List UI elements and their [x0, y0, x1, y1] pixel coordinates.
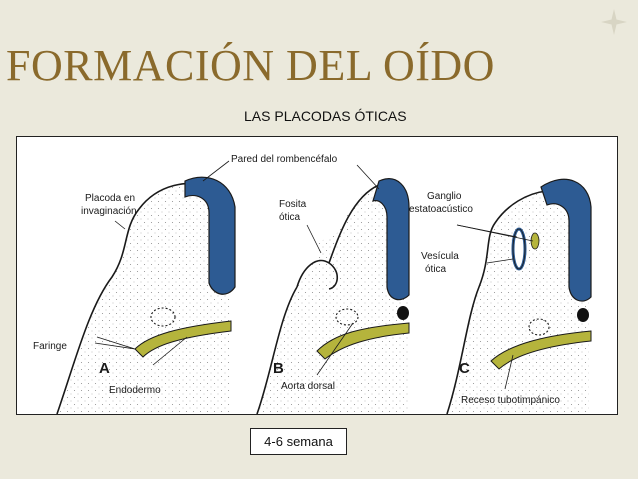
label-aorta-dorsal: Aorta dorsal [281, 381, 335, 392]
label-receso-tubotimpanico: Receso tubotimpánico [461, 395, 560, 406]
label-vesicula-line2: ótica [425, 264, 447, 275]
slide-title: FORMACIÓN DEL OÍDO [6, 41, 495, 90]
label-endodermo: Endodermo [109, 385, 161, 396]
caption-box: 4-6 semana [250, 428, 347, 455]
label-fosita-line2: ótica [279, 212, 301, 223]
four-point-star-icon [601, 9, 627, 35]
label-fosita-line1: Fosita [279, 199, 307, 210]
label-ganglio-line2: estatoacústico [409, 204, 473, 215]
label-vesicula-line1: Vesícula [421, 251, 459, 262]
slide-subtitle: LAS PLACODAS ÓTICAS [244, 108, 407, 124]
panel-c-drawing [446, 178, 592, 414]
embryology-figure: Pared del rombencéfalo Placoda en invagi… [16, 136, 618, 415]
panel-b-drawing [256, 178, 410, 414]
label-faringe: Faringe [33, 341, 67, 352]
panel-letter-b: B [273, 360, 284, 377]
figure-illustration: Pared del rombencéfalo Placoda en invagi… [33, 154, 592, 414]
panel-letter-c: C [459, 360, 470, 377]
label-ganglio-line1: Ganglio [427, 191, 462, 202]
label-placoda-line1: Placoda en [85, 193, 135, 204]
label-placoda-line2: invaginación [81, 206, 137, 217]
panel-a-drawing [56, 176, 236, 414]
panel-letter-a: A [99, 360, 110, 377]
label-pared-rombencefalo: Pared del rombencéfalo [231, 154, 338, 165]
leader-lines [96, 160, 534, 390]
